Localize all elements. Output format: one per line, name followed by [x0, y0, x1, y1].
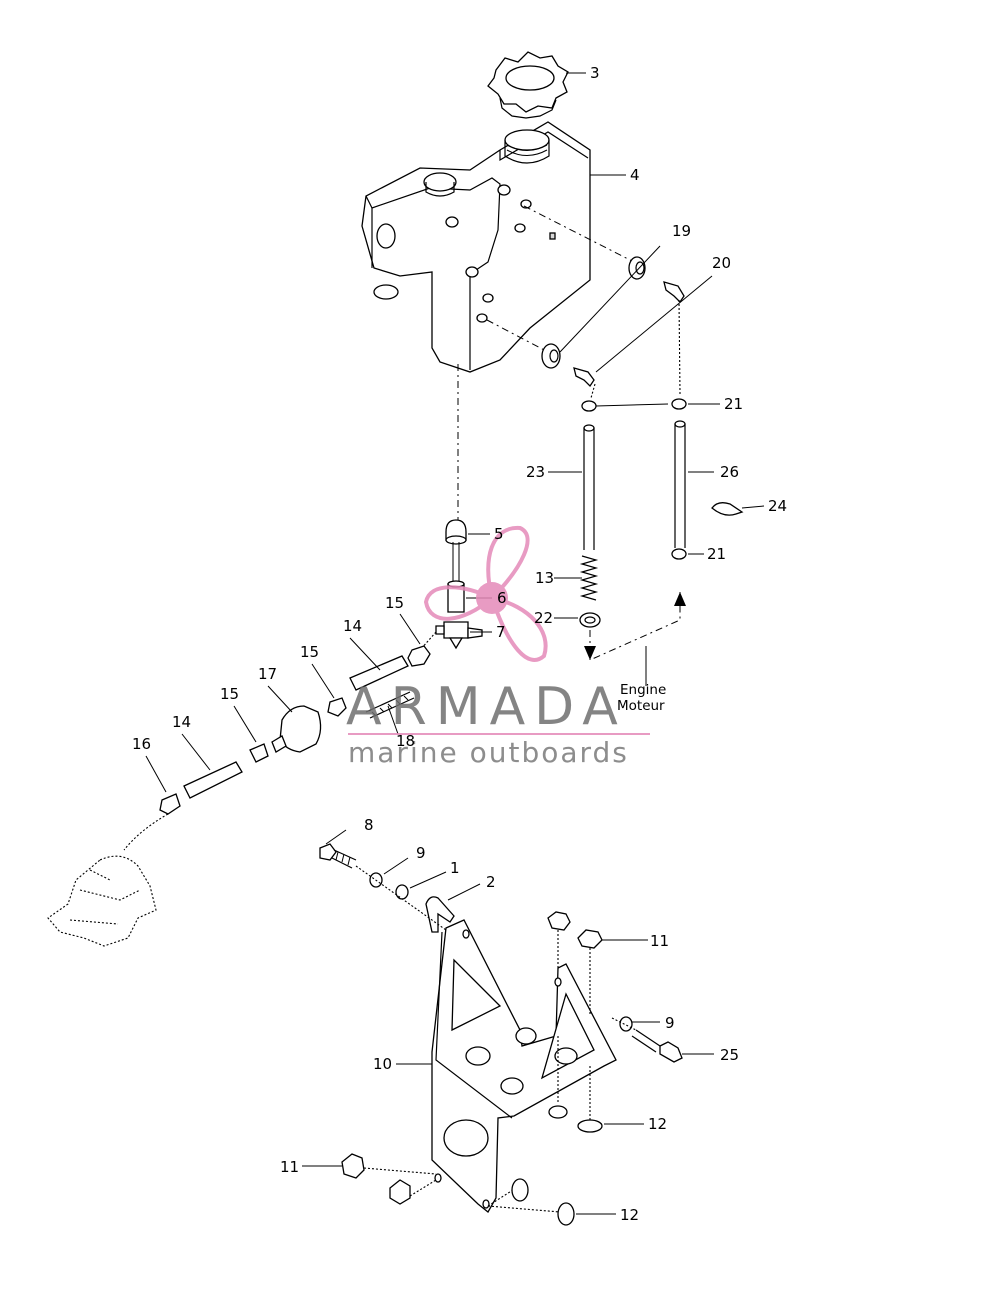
fuel-valve-7 — [435, 621, 483, 650]
elbow-20-upper — [663, 281, 685, 304]
washer-12-right-a — [548, 1105, 568, 1119]
engine-label-fr: Moteur — [617, 698, 665, 714]
clamp-21-right — [671, 398, 687, 410]
brand-watermark: ARMADA marine outboards — [346, 525, 650, 769]
bolt-25 — [631, 1029, 683, 1063]
elbow-20-lower — [573, 367, 595, 388]
callout-10: 10 — [373, 1055, 392, 1073]
clamp-2 — [425, 896, 455, 933]
callout-23: 23 — [526, 463, 545, 481]
engine-fuel-pump — [47, 855, 157, 947]
engine-label-en: Engine — [620, 682, 666, 698]
nut-11-bottom — [341, 1153, 365, 1179]
hose-18 — [365, 691, 415, 719]
callout-13: 13 — [535, 569, 554, 587]
callout-24: 24 — [768, 497, 787, 515]
callout-11-right: 11 — [650, 932, 669, 950]
callout-1: 1 — [450, 859, 460, 877]
callout-7: 7 — [496, 623, 506, 641]
callout-15-a: 15 — [385, 594, 404, 612]
washer-12-bottom-a — [511, 1178, 529, 1202]
callout-numbers: 3 4 19 20 21 23 26 24 5 21 13 6 15 22 14… — [132, 64, 787, 1224]
callout-25: 25 — [720, 1046, 739, 1064]
callout-21-bottom: 21 — [707, 545, 726, 563]
callout-15-b: 15 — [300, 643, 319, 661]
watermark-brand: ARMADA — [346, 677, 627, 737]
leader-lines — [145, 72, 765, 1215]
callout-16: 16 — [132, 735, 151, 753]
callout-2: 2 — [486, 873, 496, 891]
bolt-8 — [319, 843, 357, 869]
callout-19: 19 — [672, 222, 691, 240]
tie-wrap-24 — [711, 502, 744, 516]
callout-15-c: 15 — [220, 685, 239, 703]
spring-13 — [579, 555, 599, 601]
callout-14-a: 14 — [343, 617, 362, 635]
callout-4: 4 — [630, 166, 640, 184]
callout-14-b: 14 — [172, 713, 191, 731]
fuel-pickup-6 — [447, 580, 465, 613]
callout-20: 20 — [712, 254, 731, 272]
engine-connection-arrows — [584, 592, 686, 686]
callout-9-top: 9 — [416, 844, 426, 862]
nut-11-top — [547, 911, 571, 931]
callout-5: 5 — [494, 525, 504, 543]
filler-cap — [487, 51, 569, 119]
propeller-logo — [423, 525, 548, 662]
grommet-19-upper — [628, 256, 646, 280]
callout-18: 18 — [396, 732, 415, 750]
grommet-5 — [445, 519, 467, 545]
callout-12-right: 12 — [648, 1115, 667, 1133]
hose-26 — [674, 420, 686, 548]
hose-23 — [583, 424, 595, 550]
grommet-19-lower — [541, 343, 561, 369]
fuel-tank — [361, 121, 591, 373]
callout-26: 26 — [720, 463, 739, 481]
callout-3: 3 — [590, 64, 600, 82]
callout-21-top: 21 — [724, 395, 743, 413]
callout-11-bottom: 11 — [280, 1158, 299, 1176]
washer-12-right-b — [577, 1119, 603, 1133]
callout-8: 8 — [364, 816, 374, 834]
washer-9-right — [619, 1016, 633, 1032]
nut-11-right — [577, 929, 603, 949]
clamp-21-bottom — [671, 548, 687, 560]
clamp-21-left — [581, 400, 597, 412]
callout-12-bottom: 12 — [620, 1206, 639, 1224]
fuel-line-assembly — [123, 631, 437, 851]
callout-6: 6 — [497, 589, 507, 607]
callout-22: 22 — [534, 609, 553, 627]
spacer-1 — [395, 884, 409, 900]
callout-17: 17 — [258, 665, 277, 683]
watermark-tagline: marine outboards — [348, 736, 629, 769]
clamp-22 — [579, 612, 601, 628]
washer-12-bottom-b — [557, 1202, 575, 1226]
nut-11-bottom-2 — [389, 1179, 411, 1205]
callout-9-right: 9 — [665, 1014, 675, 1032]
mounting-bracket — [431, 919, 617, 1213]
